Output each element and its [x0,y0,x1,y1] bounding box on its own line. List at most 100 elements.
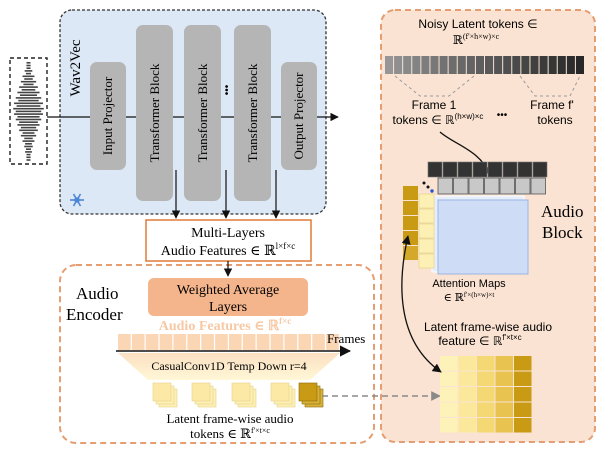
noisy-token-cell [448,56,457,74]
feature-tap-arrows [171,170,281,219]
attention-gray-token [437,177,453,195]
wav2vec-blocks [90,25,317,201]
attention-dark-token [457,161,473,178]
feature-grid-cell [514,387,532,402]
latent-token-square [298,382,318,402]
feature-strip-cell [256,334,270,350]
feature-grid-cell [458,371,476,386]
feature-grid-cell [514,356,532,371]
frame-ellipsis: ••• [497,110,508,121]
feature-grid-cell [514,418,532,433]
waveform-bar [22,132,35,134]
framef-label-line1: Frame f' [530,98,574,112]
latent-token-stacks [152,382,324,408]
block-latent-line1: Latent frame-wise audio [424,320,552,334]
attention-key-light-cell [418,238,435,254]
attention-dark-token [532,161,548,178]
feature-grid-cell [458,418,476,433]
feature-strip-cell [312,334,325,350]
weighted-average-box [148,278,308,316]
noisy-token-cell [466,56,475,74]
input-projector-block [90,62,126,170]
casual-conv-funnel [118,353,340,380]
noisy-token-cell [430,56,439,74]
weighted-average-line1: Weighted Average [177,283,279,298]
noisy-token-cell [385,56,394,74]
waveform-bar [26,159,31,161]
wav2vec-ellipsis: ••• [222,84,233,95]
waveform-bar [19,86,38,88]
attention-dark-token [427,161,443,178]
waveform-bar [25,72,32,75]
attention-key-gold-cell [403,216,418,230]
attention-dark-token [502,161,518,178]
waveform-bar [20,126,37,129]
waveform-bar [25,143,32,145]
encoder-latent-line1: Latent frame-wise audio [166,411,293,426]
waveform-bar [15,97,42,99]
frame1-label-line2: tokens ∈ ℝ(h×w)×c [393,112,484,127]
feature-strip-cell [173,334,187,350]
feature-strip-cell [159,334,173,350]
feature-grid-cell [440,387,458,402]
noisy-token-cell [485,56,494,74]
waveform-icon [13,62,44,161]
waveform-bar [19,121,38,123]
latent-token-square [231,382,251,402]
waveform-bar [15,110,42,113]
feature-strip-cell [242,334,256,350]
attention-maps-line2: ∈ ℝf'×(h×w)×t [444,291,495,304]
feature-grid-cell [458,356,476,371]
feature-grid-cell [495,402,513,417]
feature-grid-cell [495,387,513,402]
noisy-token-cell [494,56,503,74]
feature-grid-cell [477,371,495,386]
feature-strip-cell [201,334,214,350]
attention-gray-token [515,177,531,195]
transformer-block-2 [184,25,221,201]
noisy-token-row [385,56,584,74]
waveform-bar [24,145,33,148]
transformer-block-3-label: Transformer Block [245,63,260,162]
input-projector-label: Input Projector [100,76,115,155]
wav2vec-title: Wav2Vec [68,39,84,96]
attention-key-gold-cell [403,201,418,215]
attention-key-light-cell [418,208,435,224]
waveform-bar [20,94,37,96]
noisy-token-cell [475,56,484,74]
feature-grid-cell [440,402,458,417]
attention-dark-token [472,161,488,178]
casual-conv-label: CasualConv1D Temp Down r=4 [151,359,306,373]
attention-key-gold-cell [403,186,418,200]
waveform-bar [24,137,33,140]
attention-gray-token [484,177,500,195]
audio-encoder-title-line2: Encoder [66,305,123,324]
waveform-bar [26,64,31,67]
feature-grid-cell [440,371,458,386]
latent-audio-feature-grid [440,356,532,433]
latent-token-square [270,382,290,402]
feature-strip-cell [270,334,284,350]
transformer-block-1 [136,25,173,201]
noisy-token-cell [521,56,530,74]
feature-strip-cell [326,334,339,350]
noisy-token-cell [503,56,512,74]
snowflake-icon [70,193,84,207]
noisy-latent-line2: ℝ(f'×h×w)×c [453,32,500,47]
feature-grid-cell [458,402,476,417]
audio-encoder-title-line1: Audio [76,284,119,303]
waveform-bar [26,153,31,156]
waveform-bar [15,118,42,121]
feature-grid-cell [440,418,458,433]
feature-strip-cell [215,334,228,350]
noisy-token-cell [512,56,521,74]
attention-key-light-cell [418,193,435,209]
waveform-bar [14,113,43,115]
framef-bracket [519,75,581,97]
noisy-token-cell [439,56,448,74]
audio-block-title-line2: Block [542,223,583,242]
attention-composite [403,161,548,275]
feature-grid-cell [495,356,513,371]
waveform-bar [17,116,40,118]
